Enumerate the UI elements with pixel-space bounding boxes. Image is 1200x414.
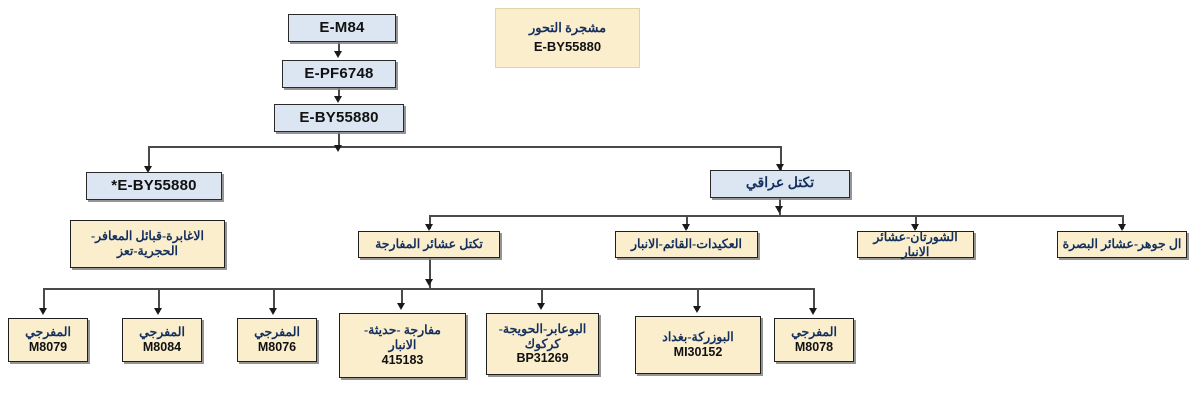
arrow-down: [693, 306, 701, 313]
node-e-pf6748[interactable]: E-PF6748: [282, 60, 396, 88]
arrow-down: [775, 206, 783, 213]
arrow-down: [682, 224, 690, 231]
connector-bus-clans: [429, 215, 1122, 217]
node-line-2: الحجرية-تعز: [116, 244, 179, 258]
arrow-down: [334, 51, 342, 58]
connector-v: [429, 258, 431, 289]
connector-v: [429, 215, 431, 229]
arrow-down: [334, 145, 342, 152]
node-line-1: البوزركة-بغداد: [662, 330, 734, 345]
node-line-1: البوعابر-الحويجة-: [498, 321, 587, 336]
node-sample-m8078[interactable]: المفرجي M8078: [774, 318, 854, 362]
node-e-m84[interactable]: E-M84: [288, 14, 396, 42]
node-iraqi-bloc[interactable]: تكتل عراقي: [710, 170, 850, 198]
node-code: M8084: [142, 340, 182, 354]
arrow-down: [425, 279, 433, 286]
connector-v: [813, 288, 815, 312]
connector-v: [541, 288, 543, 307]
arrow-down: [425, 224, 433, 231]
node-code: M8079: [28, 340, 68, 354]
connector-bus-top: [148, 146, 782, 148]
node-label: الشورتان-عشائر الانبار: [873, 229, 958, 259]
arrow-down: [397, 303, 405, 310]
node-sample-m8079[interactable]: المفرجي M8079: [8, 318, 88, 362]
arrow-down: [334, 96, 342, 103]
node-label: ال جوهر-عشائر البصرة: [1062, 237, 1182, 252]
node-label: تكتل عشائر المفارجة: [375, 237, 483, 252]
arrow-down: [269, 308, 277, 315]
arrow-down: [1118, 224, 1126, 231]
connector-v: [915, 215, 917, 229]
connector-v: [43, 288, 45, 312]
node-star-e-by55880[interactable]: *E-BY55880: [86, 172, 222, 200]
node-sample-415183[interactable]: مفارجة -حديثة- الانبار 415183: [339, 313, 466, 378]
node-line-2: الانبار: [388, 338, 417, 353]
node-label: E-M84: [319, 19, 365, 37]
arrow-down: [39, 308, 47, 315]
connector-v: [158, 288, 160, 312]
node-e-by55880[interactable]: E-BY55880: [274, 104, 404, 132]
node-sample-m8076[interactable]: المفرجي M8076: [237, 318, 317, 362]
connector-v: [338, 88, 340, 98]
node-label: E-BY55880: [299, 109, 379, 127]
node-clan-shurtan[interactable]: الشورتان-عشائر الانبار: [857, 229, 974, 259]
node-line-1: الاغابرة-قبائل المعافر-: [90, 229, 205, 244]
node-sample-m8084[interactable]: المفرجي M8084: [122, 318, 202, 362]
legend-box: مشجرة التحور E-BY55880: [495, 8, 640, 68]
node-code: 415183: [381, 352, 424, 367]
node-code: MI30152: [673, 345, 723, 359]
connector-v: [148, 146, 150, 170]
connector-v: [338, 42, 340, 54]
arrow-down: [776, 164, 784, 171]
node-line-1: المفرجي: [139, 325, 185, 340]
connector-v: [338, 132, 340, 147]
node-clan-mafarja[interactable]: تكتل عشائر المفارجة: [358, 231, 500, 258]
arrow-down: [144, 166, 152, 173]
node-code: M8078: [794, 340, 834, 354]
node-line-1: مفارجة -حديثة-: [364, 323, 441, 338]
node-label: العكيدات-القائم-الانبار: [630, 237, 743, 252]
arrow-down: [154, 308, 162, 315]
node-line-1: المفرجي: [791, 325, 837, 340]
node-clan-jawhar[interactable]: ال جوهر-عشائر البصرة: [1057, 231, 1187, 258]
arrow-down: [911, 224, 919, 231]
connector-v: [401, 288, 403, 307]
node-yemen-agabira[interactable]: الاغابرة-قبائل المعافر- الحجرية-تعز: [70, 220, 225, 268]
node-label: تكتل عراقي: [745, 175, 815, 191]
connector-v: [686, 215, 688, 229]
connector-v: [273, 288, 275, 312]
legend-code: E-BY55880: [533, 39, 602, 54]
arrow-down: [537, 303, 545, 310]
node-sample-bp31269[interactable]: البوعابر-الحويجة- كركوك BP31269: [486, 313, 599, 375]
node-code: M8076: [257, 340, 297, 354]
node-line-2: كركوك: [524, 336, 561, 351]
connector-v: [697, 288, 699, 310]
node-label: E-PF6748: [304, 65, 374, 83]
node-line-1: المفرجي: [25, 325, 71, 340]
node-clan-ukaidat[interactable]: العكيدات-القائم-الانبار: [615, 231, 758, 258]
legend-title: مشجرة التحور: [528, 20, 607, 36]
connector-v: [1122, 215, 1124, 229]
node-label: *E-BY55880: [111, 177, 197, 195]
node-code: BP31269: [516, 351, 569, 366]
node-sample-mi30152[interactable]: البوزركة-بغداد MI30152: [635, 316, 761, 374]
connector-v: [780, 146, 782, 170]
connector-bus-samples: [43, 288, 815, 290]
arrow-down: [809, 308, 817, 315]
node-line-1: المفرجي: [254, 325, 300, 340]
